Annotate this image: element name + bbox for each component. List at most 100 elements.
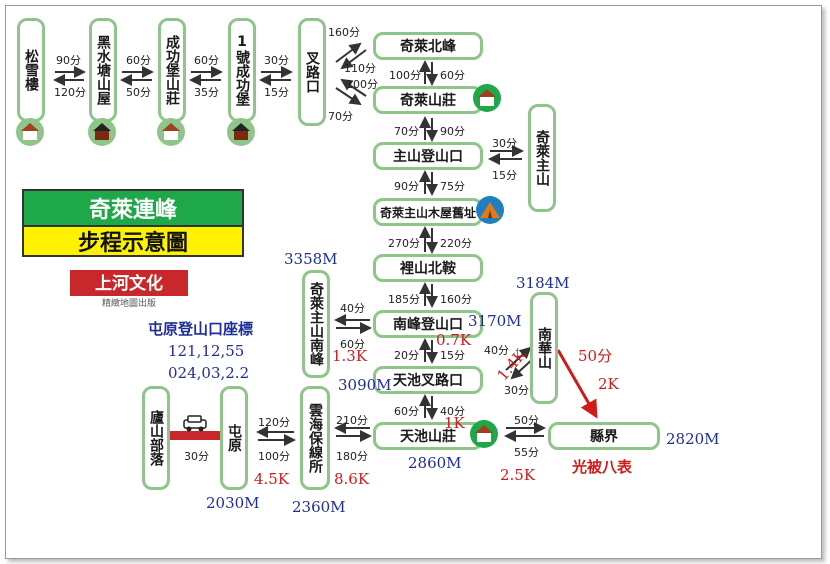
- node-zhushan-trailhead: 主山登山口: [373, 142, 483, 170]
- node-label: 南峰登山口: [393, 317, 463, 333]
- node-label: 裡山北鞍: [400, 261, 456, 277]
- landmark-note: 光被八表: [572, 458, 633, 476]
- node-lushan-village: 廬山部落: [142, 386, 170, 490]
- subtitle-line: 步程示意圖: [77, 231, 188, 256]
- time-label: 100分: [389, 69, 421, 82]
- elevation-label: 2360M: [292, 498, 346, 516]
- time-label: 220分: [440, 237, 472, 250]
- time-label: 30分: [504, 384, 529, 397]
- elevation-label: 2820M: [666, 430, 720, 448]
- time-label: 30分: [264, 54, 289, 67]
- time-label: 160分: [440, 293, 472, 306]
- node-nanfeng-trailhead: 南峰登山口: [373, 310, 483, 338]
- cabin-icon: [88, 118, 116, 146]
- time-label: 180分: [336, 450, 368, 463]
- node-label: 縣界: [590, 429, 618, 445]
- time-label: 120分: [258, 416, 290, 429]
- node-old-hut: 奇萊主山木屋舊址: [373, 198, 483, 226]
- distance-label: 8.6K: [334, 470, 370, 488]
- cabin-icon: [470, 420, 498, 448]
- elevation-label: 3090M: [338, 376, 392, 394]
- time-label: 15分: [492, 169, 517, 182]
- node-label: 南華山: [536, 327, 552, 369]
- distance-label: 0.7K: [436, 331, 472, 349]
- time-label: 210分: [336, 414, 368, 427]
- time-label: 60分: [394, 405, 419, 418]
- cabin-icon: [16, 118, 44, 146]
- time-label: 15分: [440, 349, 465, 362]
- time-label: 60分: [440, 69, 465, 82]
- time-label: 20分: [394, 349, 419, 362]
- time-label: 60分: [340, 338, 365, 351]
- title-banner: 奇萊連峰: [22, 189, 244, 225]
- node-lishan-saddle: 裡山北鞍: [373, 254, 483, 282]
- svg-text:上河文化: 上河文化: [95, 273, 163, 294]
- elevation-label: 3184M: [516, 274, 570, 292]
- tent-icon: [476, 196, 504, 224]
- node-tianchi-lodge: 天池山莊: [373, 422, 483, 450]
- time-label: 100分: [346, 78, 378, 91]
- cabin-icon: [473, 84, 501, 112]
- distance-label: 2K: [598, 375, 619, 393]
- svg-text:精緻地圖出版: 精緻地圖出版: [102, 297, 156, 309]
- node-label: 奇萊北峰: [400, 39, 456, 55]
- publisher-logo: 上河文化 精緻地圖出版: [70, 270, 188, 310]
- node-qilai-south: 奇萊主山南峰: [302, 270, 330, 378]
- time-label: 90分: [394, 180, 419, 193]
- node-label: 黑水塘山屋: [95, 35, 111, 105]
- node-qilai-main: 奇萊主山: [528, 104, 556, 212]
- time-label: 100分: [258, 450, 290, 463]
- elevation-label: 3358M: [284, 250, 338, 268]
- node-label: 天池叉路口: [393, 373, 463, 389]
- time-label: 30分: [492, 137, 517, 150]
- time-label: 40分: [484, 344, 509, 357]
- subtitle-banner: 步程示意圖: [22, 225, 244, 257]
- node-qilai-lodge: 奇萊山莊: [373, 86, 483, 114]
- node-label: 屯原: [226, 424, 242, 452]
- time-label: 270分: [388, 237, 420, 250]
- elevation-label: 2030M: [206, 494, 260, 512]
- car-icon: [183, 415, 207, 432]
- elevation-label: 2860M: [408, 454, 462, 472]
- time-label: 90分: [56, 54, 81, 67]
- node-label: 主山登山口: [393, 149, 463, 165]
- title-line: 奇萊連峰: [88, 198, 177, 223]
- time-label: 70分: [394, 125, 419, 138]
- coordinate-value: 121,12,55: [168, 342, 245, 360]
- time-label: 55分: [514, 446, 539, 459]
- elevation-label: 3170M: [468, 312, 522, 330]
- time-label: 60分: [126, 54, 151, 67]
- node-tianchi-fork: 天池叉路口: [373, 366, 483, 394]
- time-label: 40分: [340, 302, 365, 315]
- distance-label: 4.5K: [254, 470, 290, 488]
- node-label: 奇萊主山: [534, 130, 550, 186]
- red-arrow: [556, 349, 598, 419]
- time-label: 50分: [578, 347, 613, 365]
- arrow: [505, 346, 532, 371]
- node-heishui: 黑水塘山屋: [89, 18, 117, 122]
- node-label: 叉路口: [304, 51, 320, 93]
- road-bar: [169, 431, 221, 440]
- time-label: 60分: [194, 54, 219, 67]
- arrow: [335, 42, 362, 63]
- node-nanhua: 南華山: [530, 292, 558, 404]
- distance-label: 1.3K: [332, 347, 368, 365]
- cabin-icon: [157, 118, 185, 146]
- node-label: 1號成功堡: [234, 34, 250, 106]
- node-tunyuan: 屯原: [220, 386, 248, 490]
- coordinate-value: 024,03,2.2: [168, 364, 250, 382]
- time-label: 40分: [440, 405, 465, 418]
- time-label: 160分: [328, 26, 360, 39]
- node-label: 奇萊主山木屋舊址: [379, 205, 476, 220]
- time-label: 75分: [440, 180, 465, 193]
- time-label: 35分: [194, 86, 219, 99]
- node-label: 松雪樓: [23, 49, 39, 91]
- node-chalukou: 叉路口: [298, 18, 326, 126]
- node-label: 奇萊山莊: [400, 93, 456, 109]
- node-label: 奇萊主山南峰: [308, 282, 324, 366]
- node-label: 天池山莊: [400, 429, 456, 445]
- node-songxuelou: 松雪樓: [17, 18, 45, 122]
- arrow: [335, 87, 362, 106]
